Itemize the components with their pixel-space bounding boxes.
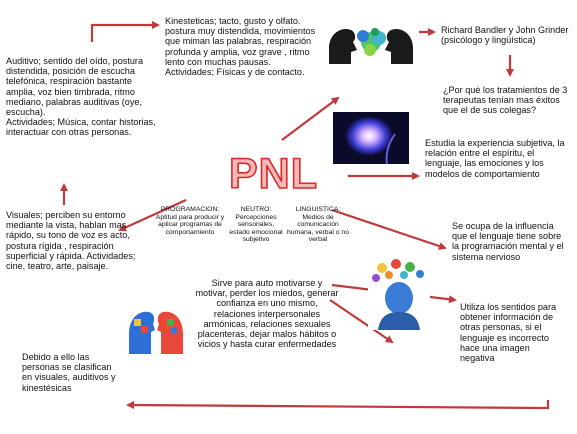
- node-motivarse: Sirve para auto motivarse y motivar, per…: [195, 278, 339, 350]
- colorful-head-illustration: [368, 258, 430, 330]
- node-visuales: Visuales; perciben su entorno mediante l…: [6, 210, 136, 271]
- node-sentidos: Utiliza los sentidos para obtener inform…: [460, 302, 557, 363]
- page-title: PNL: [228, 149, 318, 199]
- node-bandler: Richard Bandler y John Grinder (psicólog…: [441, 25, 569, 46]
- puzzle-heads-illustration: [125, 304, 187, 356]
- arrow-title-to-visuales: [118, 198, 187, 232]
- arrow-sentidos-to-debido: [126, 400, 550, 410]
- glowing-head-illustration: [333, 112, 409, 164]
- node-auditivo: Auditivo; sentido del oído, postura dist…: [6, 56, 156, 138]
- node-neutro: NEUTRO: Percepciones sensoriales, estado…: [229, 206, 283, 244]
- node-programacion: PROGRAMACION: Aptitud para producir y ap…: [155, 206, 225, 236]
- heads-illustration: [323, 20, 419, 66]
- arrow-title-to-kinestesicas: [281, 96, 340, 141]
- node-debido: Debido a ello las personas se clasifican…: [22, 352, 116, 393]
- node-influencia: Se ocupa de la influencia que el lenguaj…: [452, 221, 564, 262]
- node-estudia: Estudia la experiencia subjetiva, la rel…: [425, 138, 565, 179]
- arrow-auditivo-to-kinestesicas: [90, 21, 160, 42]
- arrow-motivarse-to-sentidos: [329, 299, 394, 344]
- node-linguistica: LINGUISTICA: Medios de comunicación huma…: [287, 206, 349, 244]
- node-pregunta: ¿Por qué los tratamientos de 3 terapeuta…: [443, 85, 568, 116]
- arrow-title-to-influencia: [331, 208, 447, 250]
- node-kinestesicas: Kinesteticas; tacto, gusto y olfato. pos…: [165, 16, 316, 77]
